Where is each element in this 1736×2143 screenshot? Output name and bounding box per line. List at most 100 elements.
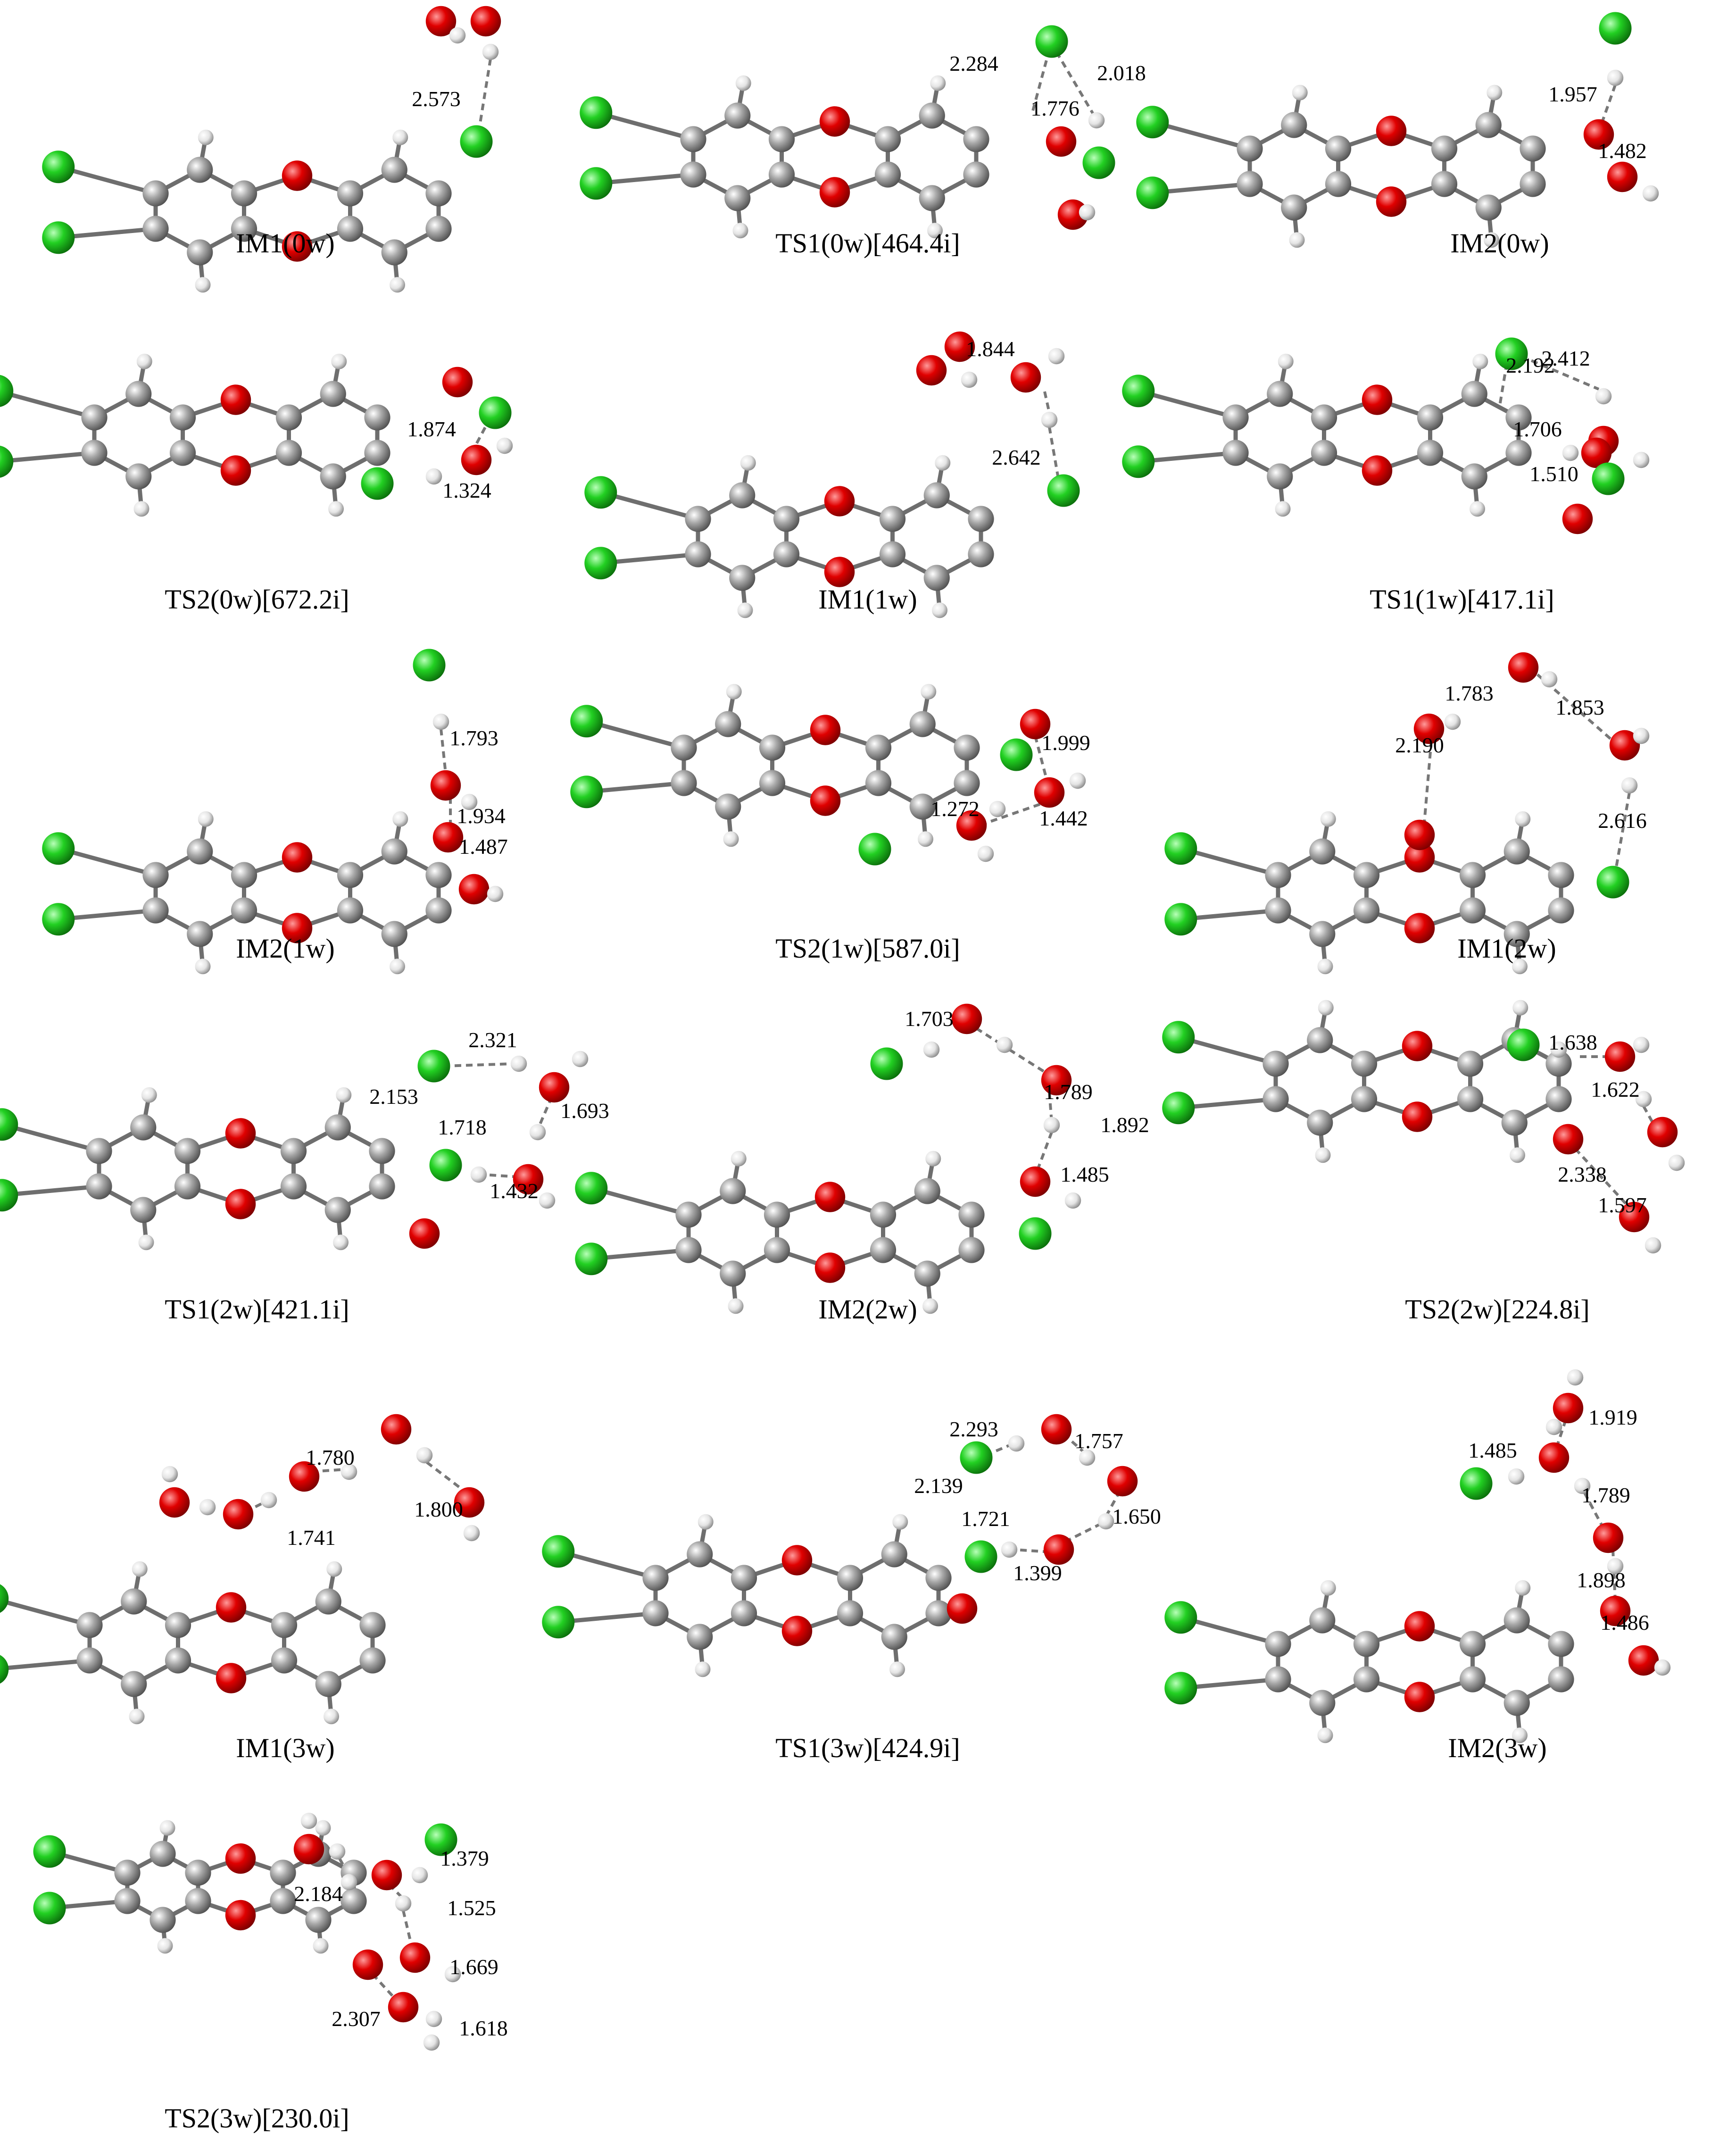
carbon-atom: [879, 506, 906, 532]
bond-distance-label: 1.703: [905, 1007, 954, 1031]
chlorine-atom: [542, 1606, 575, 1639]
hydrogen-atom: [1607, 69, 1624, 86]
bond-distance-label: 1.783: [1445, 681, 1494, 705]
hydrogen-atom: [300, 1812, 317, 1829]
carbon-atom: [1222, 404, 1249, 431]
chlorine-atom: [42, 903, 75, 936]
oxygen-atom: [225, 1900, 256, 1931]
carbon-atom: [773, 506, 800, 532]
carbon-atom: [1265, 1631, 1291, 1657]
carbon-atom: [925, 1565, 952, 1591]
carbon-atom: [81, 440, 108, 466]
chlorine-atom: [0, 1179, 18, 1212]
carbon-atom: [958, 1237, 985, 1263]
hydrogen-atom: [1470, 501, 1485, 517]
structure-caption: IM2(2w): [818, 1294, 917, 1325]
hydrogen-atom: [313, 1938, 329, 1954]
carbon-atom: [685, 541, 711, 567]
bond: [598, 552, 700, 566]
structure-caption: TS2(1w)[587.0i]: [775, 933, 960, 964]
carbon-atom: [1307, 1027, 1333, 1053]
hydrogen-atom: [496, 437, 513, 454]
bond-distance-label: 2.307: [332, 2007, 381, 2031]
carbon-atom: [874, 126, 901, 152]
oxygen-atom: [1057, 199, 1088, 230]
carbon-atom: [231, 180, 257, 207]
oxygen-atom: [1043, 1534, 1074, 1565]
bond-distance-label: 1.482: [1598, 139, 1647, 163]
hydrogen-bond-line: [440, 728, 447, 774]
chlorine-atom: [1164, 832, 1197, 865]
carbon-atom: [270, 1888, 296, 1914]
oxygen-atom: [282, 231, 313, 262]
bond-distance-label: 1.525: [447, 1896, 496, 1920]
bond: [1136, 389, 1238, 420]
hydrogen-atom: [392, 129, 408, 145]
chlorine-atom: [1164, 1601, 1197, 1634]
hydrogen-atom: [977, 845, 994, 862]
bond-distance-label: 1.487: [459, 834, 508, 859]
chlorine-atom: [0, 375, 14, 407]
oxygen-atom: [458, 874, 490, 905]
chlorine-atom: [542, 1535, 575, 1568]
bond-distance-label: 1.934: [457, 804, 506, 828]
carbon-atom: [425, 180, 452, 207]
hydrogen-atom: [695, 1661, 711, 1677]
hydrogen-atom: [539, 1192, 556, 1209]
carbon-atom: [1548, 897, 1574, 924]
bond: [1179, 1615, 1280, 1646]
carbon-atom: [768, 126, 795, 152]
carbon-atom: [324, 1114, 351, 1141]
oxygen-atom: [1107, 1466, 1138, 1497]
bond-distance-label: 1.324: [442, 478, 491, 502]
hydrogen-atom: [470, 1166, 487, 1183]
hydrogen-atom: [1292, 84, 1308, 100]
carbon-atom: [425, 862, 452, 888]
carbon-atom: [114, 1888, 141, 1914]
carbon-atom: [275, 440, 302, 466]
carbon-atom: [1459, 1631, 1486, 1657]
carbon-atom: [874, 161, 901, 188]
hydrogen-atom: [1484, 232, 1499, 248]
hydrogen-atom: [1289, 232, 1305, 248]
carbon-atom: [1267, 463, 1293, 490]
chlorine-atom: [960, 1441, 993, 1474]
carbon-atom: [1263, 1051, 1289, 1077]
chlorine-atom: [42, 221, 75, 254]
carbon-atom: [731, 1565, 757, 1591]
chlorine-atom: [584, 476, 617, 509]
carbon-atom: [642, 1600, 669, 1626]
hydrogen-bond-line: [1036, 1131, 1053, 1171]
carbon-atom: [954, 734, 980, 761]
hydrogen-atom: [1043, 1117, 1060, 1134]
structure-caption: IM2(3w): [1448, 1733, 1546, 1763]
hydrogen-atom: [1621, 777, 1638, 794]
hydrogen-bond-line: [483, 1173, 519, 1178]
chlorine-atom: [1047, 474, 1080, 507]
chlorine-atom: [1162, 1092, 1195, 1125]
hydrogen-atom: [732, 223, 748, 239]
carbon-atom: [1545, 1051, 1572, 1077]
hydrogen-atom: [1512, 1000, 1528, 1016]
chlorine-atom: [0, 1655, 9, 1684]
chlorine-atom: [424, 1823, 457, 1856]
hydrogen-atom: [1487, 84, 1503, 100]
carbon-atom: [642, 1565, 669, 1591]
carbon-atom: [1307, 1109, 1333, 1136]
hydrogen-atom: [487, 885, 504, 902]
hydrogen-atom: [1635, 1091, 1652, 1108]
hydrogen-atom: [1574, 1477, 1591, 1494]
bond: [0, 1598, 92, 1627]
carbon-atom: [121, 1588, 147, 1615]
carbon-atom: [1309, 838, 1336, 865]
bond-distance-label: 1.793: [449, 726, 498, 750]
structure-caption: TS1(2w)[421.1i]: [165, 1294, 349, 1325]
carbon-atom: [870, 1237, 897, 1263]
carbon-atom: [1311, 404, 1337, 431]
carbon-atom: [142, 180, 169, 207]
chlorine-atom: [429, 1149, 462, 1182]
chlorine-atom: [1592, 462, 1625, 495]
hydrogen-atom: [1064, 1192, 1081, 1209]
chlorine-atom: [575, 1172, 608, 1205]
